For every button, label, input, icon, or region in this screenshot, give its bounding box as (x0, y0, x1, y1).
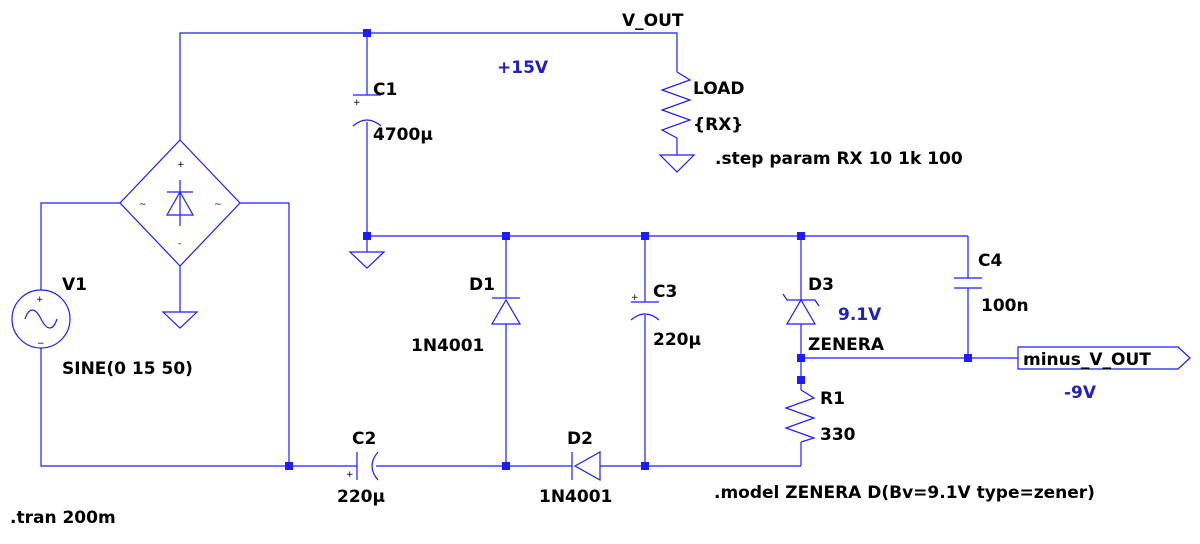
sine-source-icon (11, 289, 71, 349)
output-port-minus-v-out[interactable]: minus_V_OUT (1017, 346, 1191, 370)
diode-d1[interactable] (490, 297, 522, 325)
junction-dot (502, 232, 510, 240)
junction-dot (641, 462, 649, 470)
junction-dot (363, 29, 371, 37)
c4-name: C4 (978, 251, 1002, 271)
junctions (285, 29, 972, 470)
c2-name: C2 (352, 429, 376, 449)
diode-d2[interactable] (561, 450, 601, 482)
d1-value: 1N4001 (411, 336, 484, 356)
bridge-plus-pin: + (177, 160, 185, 170)
d2-diode-icon (573, 450, 601, 482)
zener-voltage-annotation: 9.1V (838, 305, 882, 325)
c3-plus-mark: + (631, 293, 639, 303)
d1-name: D1 (469, 275, 495, 295)
step-directive: .step param RX 10 1k 100 (715, 149, 963, 169)
junction-dot (502, 462, 510, 470)
wire-v1-top (40, 202, 120, 290)
ground-icon (161, 311, 199, 329)
voltage-source-v1[interactable]: + − (11, 289, 71, 349)
junction-dot (285, 462, 293, 470)
load-name: LOAD (693, 79, 745, 99)
junction-dot (797, 376, 805, 384)
junction-dot (797, 232, 805, 240)
bridge-ac1-pin: ~ (139, 200, 147, 210)
capacitor-c3[interactable]: + (630, 293, 660, 321)
junction-dot (964, 354, 972, 362)
labels: V_OUT +15V C1 4700µ LOAD {RX} .step para… (10, 11, 1097, 528)
plus15-annotation: +15V (497, 58, 549, 78)
v1-minus-pin: − (37, 339, 45, 349)
c2-plate-right (371, 451, 379, 481)
v1-name: V1 (62, 275, 87, 295)
grounds (161, 154, 696, 329)
c1-value: 4700µ (373, 125, 433, 145)
r1-zigzag-icon (784, 389, 816, 443)
v1-value: SINE(0 15 50) (62, 359, 193, 379)
resistor-r1[interactable] (784, 389, 816, 443)
bridge-minus-pin: - (178, 239, 181, 249)
d3-name: D3 (808, 275, 834, 295)
wire-top-rail (179, 32, 678, 140)
c4-value: 100n (981, 296, 1029, 316)
d2-value: 1N4001 (539, 487, 612, 507)
zener-d3[interactable] (782, 293, 820, 325)
c3-value: 220µ (653, 330, 701, 350)
c3-plate-bottom (630, 313, 660, 321)
bridge-diamond (119, 139, 241, 267)
bridge-ac2-pin: ~ (214, 200, 222, 210)
wires (40, 32, 1018, 467)
sine-wave-icon (24, 309, 58, 329)
tran-directive: .tran 200m (10, 508, 116, 528)
d3-value: ZENERA (808, 335, 885, 355)
minus9-annotation: -9V (1064, 383, 1097, 403)
d1-diode-icon (490, 298, 522, 325)
load-zigzag-icon (660, 71, 692, 139)
junction-dot (363, 232, 371, 240)
c3-name: C3 (653, 282, 677, 302)
port-flag-shape (1017, 346, 1191, 370)
r1-name: R1 (820, 389, 845, 409)
junction-dot (797, 354, 805, 362)
wire-v1-bottom (40, 348, 289, 467)
v-out-net-label: V_OUT (622, 11, 684, 31)
c1-plate-bottom (352, 119, 382, 127)
model-directive: .model ZENERA D(Bv=9.1V type=zener) (714, 483, 1095, 503)
v1-plus-pin: + (36, 295, 44, 305)
zener-cathode-bar (782, 293, 820, 307)
wire-bridge-right (240, 202, 290, 466)
c1-plus-mark: + (353, 98, 361, 108)
ground-icon (658, 154, 696, 173)
c2-plus-mark: + (346, 470, 354, 480)
zener-diode-icon (785, 298, 817, 325)
bridge-diode-icon (165, 190, 195, 216)
resistor-load[interactable] (660, 71, 692, 139)
capacitor-c2[interactable]: + (346, 451, 379, 481)
load-value: {RX} (693, 115, 743, 135)
minus-v-out-label: minus_V_OUT (1023, 350, 1151, 370)
ground-icon (348, 251, 386, 269)
junction-dot (641, 232, 649, 240)
capacitor-c4[interactable] (954, 277, 982, 289)
c2-value: 220µ (337, 487, 385, 507)
c1-name: C1 (373, 80, 397, 100)
bridge-rectifier[interactable]: + - ~ ~ (119, 139, 241, 267)
capacitor-c1[interactable]: + (352, 94, 382, 127)
r1-value: 330 (820, 425, 856, 445)
d2-name: D2 (567, 429, 593, 449)
